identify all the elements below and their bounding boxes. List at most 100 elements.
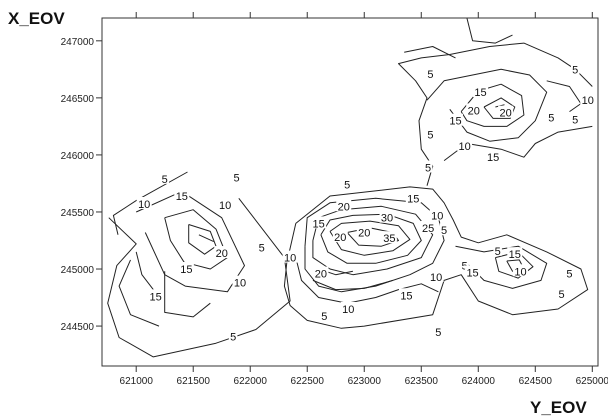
contour-label: 15: [180, 264, 192, 276]
x-tick-label: 622500: [291, 376, 325, 387]
contour-line: [320, 213, 422, 264]
contour-label: 5: [230, 331, 236, 343]
contour-label: 10: [234, 278, 246, 290]
x-tick-label: 623000: [348, 376, 382, 387]
contour-label: 5: [462, 261, 468, 273]
contour-label-mask: [160, 171, 169, 184]
y-tick-label: 246000: [61, 151, 95, 162]
contour-label-mask: [381, 231, 397, 244]
contour-label: 5: [572, 64, 578, 76]
contour-label: 5: [321, 311, 327, 323]
contour-line: [404, 46, 456, 59]
contour-label-mask: [439, 223, 449, 236]
contour-label: 5: [441, 225, 447, 237]
contour-line: [135, 251, 154, 290]
plot-area-frame: [101, 17, 599, 367]
contour-label: 15: [176, 191, 188, 203]
x-tick-label: 624000: [462, 376, 496, 387]
contour-label: 10: [458, 141, 470, 153]
contour-line: [455, 245, 548, 289]
x-tick-label: 621000: [120, 376, 154, 387]
contour-label: 5: [495, 246, 501, 258]
contour-line: [546, 80, 582, 113]
contour-line: [164, 209, 228, 270]
contour-label: 10: [431, 210, 443, 222]
contour-label: 5: [344, 180, 350, 192]
contour-label-mask: [398, 288, 414, 301]
contour-label-mask: [228, 329, 238, 342]
contour-label-mask: [493, 243, 502, 256]
contour-label-mask: [570, 62, 580, 75]
x-tick-label: 624500: [519, 376, 553, 387]
y-tick-label: 244500: [61, 322, 95, 333]
contour-label: 5: [558, 289, 564, 301]
contour-label-mask: [507, 247, 523, 260]
y-tick-label: 245500: [61, 208, 95, 219]
contour-label-mask: [232, 170, 241, 183]
contour-line: [164, 271, 211, 318]
contour-label: 30: [381, 213, 393, 225]
contour-label-mask: [214, 246, 230, 259]
contour-label: 10: [514, 266, 526, 278]
y-axis-title: X_EOV: [8, 9, 65, 28]
contour-label-mask: [405, 191, 421, 204]
contour-label: 25: [422, 223, 434, 235]
contour-label: 15: [400, 290, 412, 302]
contour-label: 5: [427, 69, 433, 81]
x-tick-label: 622000: [234, 376, 268, 387]
contour-label: 10: [582, 95, 594, 107]
contour-label-mask: [457, 138, 473, 151]
contour-label: 10: [138, 199, 150, 211]
contour-label: 15: [313, 218, 325, 230]
contour-label-mask: [473, 85, 489, 98]
contour-label-mask: [485, 150, 501, 163]
contour-line: [329, 220, 411, 256]
contour-label: 20: [334, 232, 346, 244]
contour-label-mask: [557, 287, 566, 300]
contour-label-mask: [498, 105, 514, 118]
contour-label-mask: [217, 198, 233, 211]
contour-line: [198, 234, 214, 243]
contour-label: 35: [383, 233, 395, 245]
contour-label-mask: [565, 266, 574, 279]
contour-label-mask: [136, 196, 152, 209]
contour-label: 15: [474, 87, 486, 99]
contour-line: [107, 197, 291, 358]
contour-label-mask: [420, 220, 436, 233]
contour-label-mask: [232, 275, 248, 288]
contour-line: [118, 259, 160, 327]
contour-label-mask: [428, 270, 444, 283]
contour-label: 15: [449, 116, 461, 128]
contour-label: 5: [233, 173, 239, 185]
x-axis-title: Y_EOV: [530, 398, 587, 417]
contour-label: 10: [430, 272, 442, 284]
contour-label-mask: [342, 177, 352, 190]
contour-label-mask: [313, 266, 329, 279]
contour-label-mask: [580, 93, 596, 106]
contour-label-mask: [320, 308, 329, 321]
contour-label-mask: [257, 240, 266, 253]
contour-label-mask: [356, 225, 372, 238]
contour-label: 10: [284, 253, 296, 265]
contour-line: [112, 171, 188, 235]
contour-label-mask: [570, 112, 580, 125]
contour-line: [283, 186, 589, 329]
contour-label-mask: [547, 110, 556, 123]
contour-label: 10: [219, 200, 231, 212]
y-tick-label: 247000: [61, 37, 95, 48]
contour-label: 20: [216, 248, 228, 260]
contour-label: 5: [566, 269, 572, 281]
contour-label-mask: [174, 188, 190, 201]
contour-line: [466, 17, 513, 44]
contour-label-mask: [178, 262, 194, 275]
x-tick-label: 623500: [405, 376, 439, 387]
contour-label-mask: [282, 250, 298, 263]
contour-label: 15: [466, 267, 478, 279]
contour-label: 15: [407, 193, 419, 205]
contour-label: 5: [572, 115, 578, 127]
contour-label-mask: [340, 301, 356, 314]
contour-line: [426, 68, 548, 142]
x-tick-label: 621500: [177, 376, 211, 387]
contour-label: 10: [342, 304, 354, 316]
